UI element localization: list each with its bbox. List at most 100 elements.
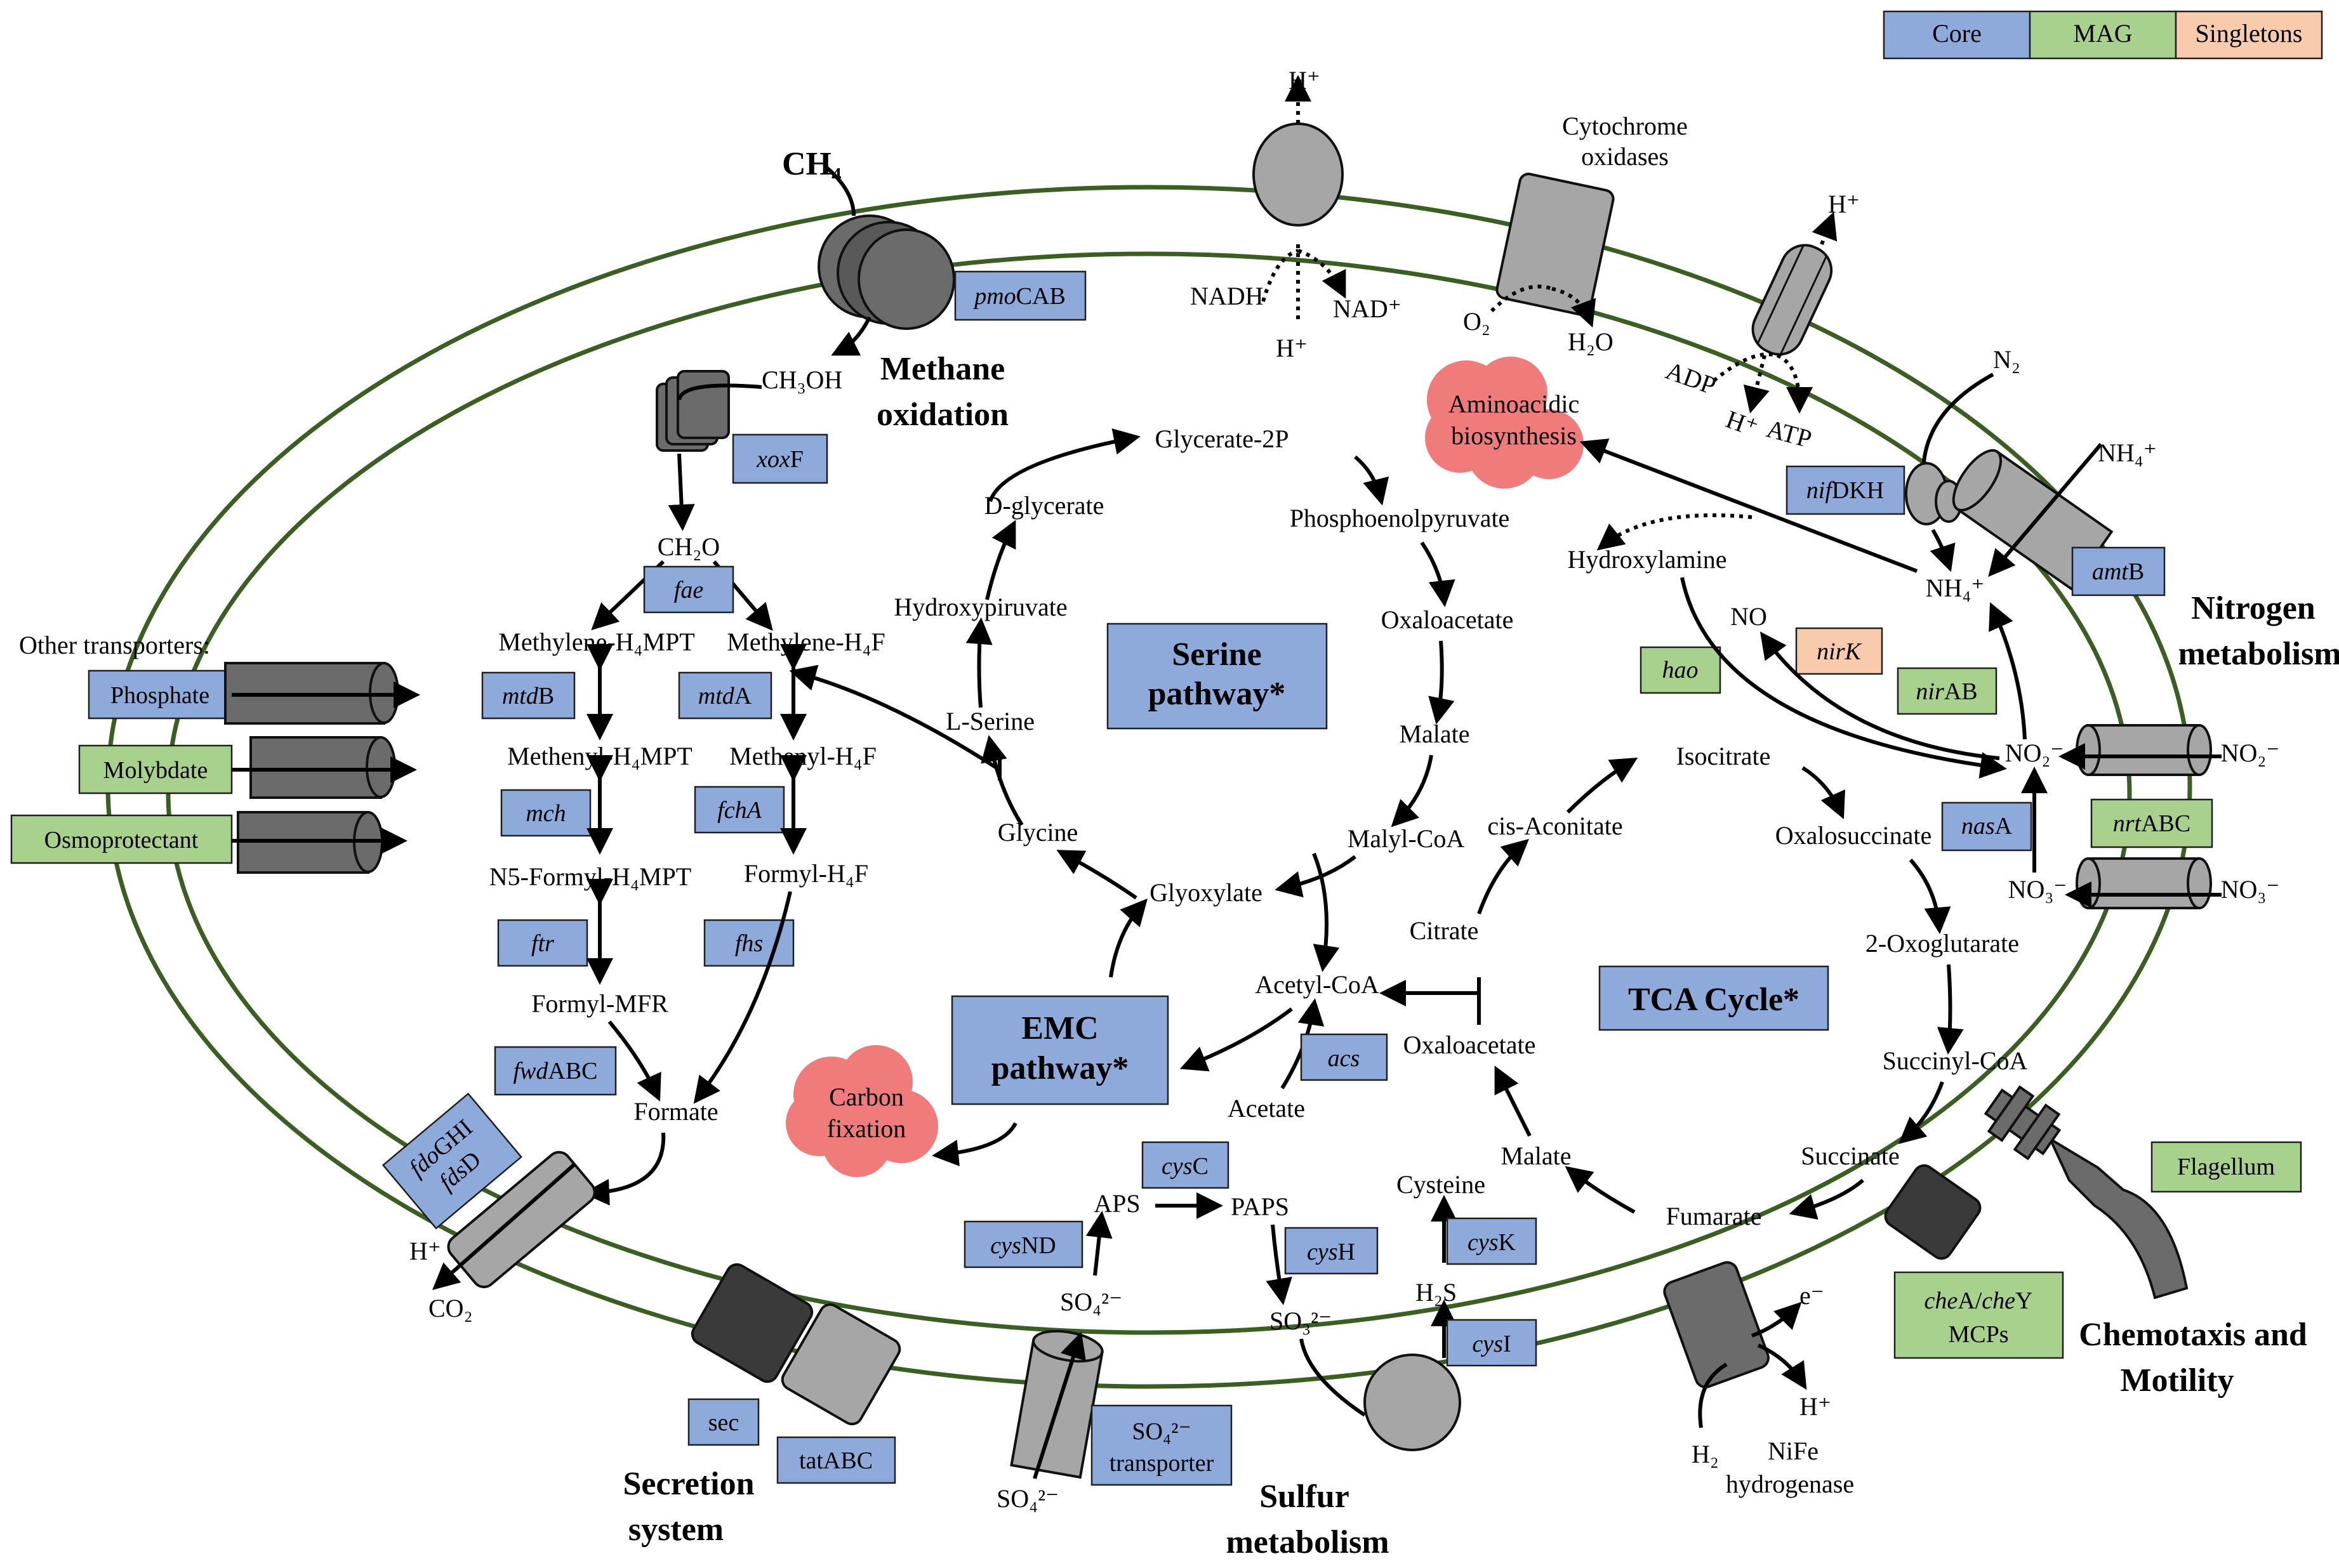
complex1-h-plus-out: H⁺ xyxy=(1289,66,1320,95)
c1-transfer-pathway: CH₂O fae Methylene-H₄MPT Methylene-H₄F m… xyxy=(481,532,885,1206)
svg-text:EMC: EMC xyxy=(1021,1010,1098,1046)
hydrogenase-h-plus: H⁺ xyxy=(1799,1392,1831,1421)
svg-text:cysND: cysND xyxy=(990,1232,1056,1259)
glyoxylate: Glyoxylate xyxy=(1150,878,1262,907)
gene-acs xyxy=(1300,1033,1388,1081)
succinyl-coa: Succinyl-CoA xyxy=(1883,1046,2028,1075)
nad-plus-label: NAD⁺ xyxy=(1333,294,1401,323)
atp-synthase-h-plus-out: H⁺ xyxy=(1828,190,1860,218)
svg-text:fhs: fhs xyxy=(735,930,763,957)
ch4-label: CH₄ xyxy=(782,146,842,182)
svg-text:Osmoprotectant: Osmoprotectant xyxy=(44,827,199,853)
svg-text:Cytochrome: Cytochrome xyxy=(1562,112,1688,140)
fdh-co2: CO₂ xyxy=(428,1294,473,1322)
gene-amtB xyxy=(2071,546,2166,596)
gene-fchA xyxy=(694,786,785,834)
gene-fdoGHI-fdsD xyxy=(381,1092,522,1230)
svg-text:fchA: fchA xyxy=(717,797,762,824)
section-secretion-line2: system xyxy=(628,1512,724,1548)
svg-text:SO₄²⁻: SO₄²⁻ xyxy=(1132,1418,1191,1445)
paps-label: PAPS xyxy=(1231,1192,1289,1221)
svg-text:mtdA: mtdA xyxy=(698,683,752,709)
legend-core: Core xyxy=(1932,19,1982,48)
section-sulfur-line1: Sulfur xyxy=(1259,1479,1349,1515)
svg-text:Molybdate: Molybdate xyxy=(103,757,208,784)
l-serine: L-Serine xyxy=(946,707,1035,735)
methylene-h4mpt: Methylene-H₄MPT xyxy=(498,628,694,656)
hydrogenase-icon xyxy=(1663,1261,1770,1388)
svg-text:cysC: cysC xyxy=(1162,1153,1209,1180)
section-chemotaxis-line2: Motility xyxy=(2120,1362,2234,1399)
gene-cysC xyxy=(1141,1141,1229,1189)
no3-in: NO₃⁻ xyxy=(2008,875,2067,904)
svg-text:nifDKH: nifDKH xyxy=(1806,477,1884,504)
transporter-channel-icon xyxy=(224,662,399,874)
chemoreceptor-icon xyxy=(1884,1164,1982,1260)
gene-cysK xyxy=(1446,1217,1537,1265)
no3-out: NO₃⁻ xyxy=(2221,875,2280,904)
svg-text:nirAB: nirAB xyxy=(1916,678,1977,705)
section-methane-line1: Methane xyxy=(880,351,1005,387)
citrate: Citrate xyxy=(1410,916,1479,945)
e-minus-label: e⁻ xyxy=(1799,1281,1824,1310)
gene-fwdABC xyxy=(494,1046,617,1096)
chemotaxis-motility: Flagellum cheA/cheY MCPs Chemotaxis and … xyxy=(1884,1085,2307,1399)
formate-dehydrogenase: fdoGHI fdsD H⁺ CO₂ xyxy=(381,1092,596,1322)
glycine: Glycine xyxy=(998,818,1078,847)
sulfite-reductase-icon xyxy=(1363,1354,1461,1451)
atp-synthase-h-plus-in: H⁺ xyxy=(1722,405,1761,442)
gene-cysI xyxy=(1446,1319,1537,1367)
no-label: NO xyxy=(1730,602,1767,631)
svg-text:acs: acs xyxy=(1328,1045,1360,1072)
o2-label: O₂ xyxy=(1463,307,1490,336)
gene-nasA xyxy=(1941,801,2032,852)
other-transporters: Other transporters: Phosphate Molybdate … xyxy=(10,631,420,874)
h2-label: H₂ xyxy=(1692,1440,1719,1468)
nadh-dehydrogenase-icon xyxy=(1252,122,1344,227)
svg-text:hao: hao xyxy=(1662,657,1699,683)
svg-text:transporter: transporter xyxy=(1110,1450,1214,1477)
hydroxylamine: Hydroxylamine xyxy=(1567,545,1726,574)
svg-text:hydrogenase: hydrogenase xyxy=(1726,1470,1854,1498)
atp-label: ATP xyxy=(1764,414,1815,453)
gene-hao xyxy=(1640,646,1721,694)
malyl-coa: Malyl-CoA xyxy=(1348,824,1465,853)
gene-flagellum xyxy=(2150,1141,2302,1193)
aps-label: APS xyxy=(1094,1189,1140,1218)
tat-translocon-icon xyxy=(781,1303,901,1426)
flagellum-icon xyxy=(2047,1135,2189,1300)
emc-pathway: EMC pathway* Acetate acs xyxy=(932,995,1388,1166)
svg-text:nasA: nasA xyxy=(1961,813,2013,840)
svg-text:cysH: cysH xyxy=(1307,1239,1355,1265)
d-glycerate: D-glycerate xyxy=(984,491,1104,520)
cytochrome-oxidase-icon xyxy=(1495,173,1615,316)
svg-text:nrtABC: nrtABC xyxy=(2113,810,2191,837)
gene-mtdA xyxy=(678,671,772,720)
fdh-h-plus: H⁺ xyxy=(409,1237,441,1265)
svg-text:fwdABC: fwdABC xyxy=(513,1058,597,1084)
methenyl-h4f: Methenyl-H₄F xyxy=(729,742,877,770)
ch3oh-label: CH₃OH xyxy=(762,366,842,394)
svg-text:mtdB: mtdB xyxy=(502,683,554,709)
cysteine-label: Cysteine xyxy=(1396,1170,1485,1199)
gene-fhs xyxy=(703,919,795,967)
svg-text:cysI: cysI xyxy=(1472,1331,1511,1357)
svg-text:Carbon: Carbon xyxy=(829,1083,904,1111)
nitrogenase-icon xyxy=(1905,462,1963,525)
other-transporters-header: Other transporters: xyxy=(19,631,210,659)
svg-text:Phosphate: Phosphate xyxy=(110,682,209,709)
malate-tca: Malate xyxy=(1501,1142,1571,1170)
ch2o-label: CH₂O xyxy=(658,532,720,561)
svg-text:cheA/cheY: cheA/cheY xyxy=(1925,1288,2033,1314)
h2s-label: H₂S xyxy=(1415,1278,1457,1307)
gene-cysND xyxy=(964,1220,1083,1268)
nh4-in: NH₄⁺ xyxy=(1926,574,1985,602)
svg-text:cysK: cysK xyxy=(1468,1229,1516,1256)
section-sulfur-line2: metabolism xyxy=(1226,1524,1389,1560)
acetate: Acetate xyxy=(1228,1094,1305,1123)
svg-text:tatABC: tatABC xyxy=(799,1447,873,1474)
secretion-system: sec tatABC Secretion system xyxy=(623,1263,901,1548)
oxalosuccinate: Oxalosuccinate xyxy=(1775,821,1932,850)
acetyl-coa: Acetyl-CoA xyxy=(1255,970,1379,999)
